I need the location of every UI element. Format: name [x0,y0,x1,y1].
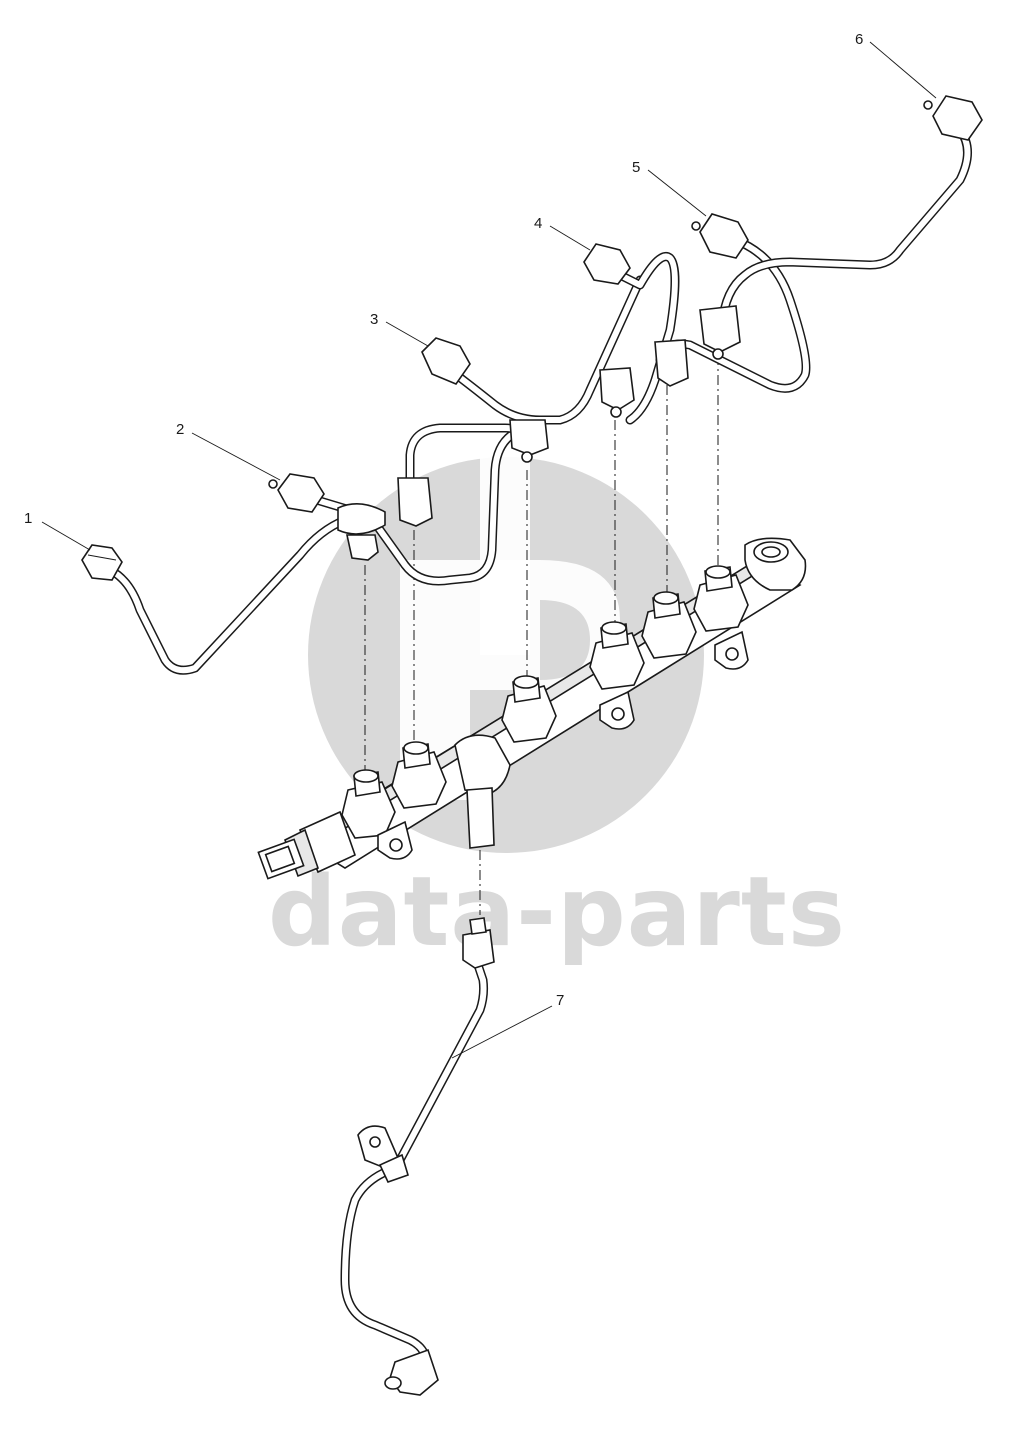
fuel-feed-pipe-7 [340,917,495,1396]
callout-label-7: 7 [556,992,564,1009]
watermark-text: data-parts [268,856,846,968]
rail-outlet-6 [693,565,749,632]
callout-4: 4 [534,215,591,251]
injection-pipe-6 [699,95,983,360]
rail-outlet-3 [501,675,557,743]
injection-pipe-2 [268,425,525,586]
callout-label-3: 3 [370,311,378,328]
pressure-sensor-connector [257,810,356,880]
callout-label-5: 5 [632,159,640,176]
callout-5: 5 [632,159,707,217]
rail-outlet-1 [341,769,396,839]
callout-label-6: 6 [855,31,863,48]
assembly-centerlines [364,355,719,915]
injection-pipe-1 [81,513,365,675]
callout-6: 6 [855,31,937,99]
fuel-rail [257,537,807,880]
rail-outlet-4 [589,621,645,690]
callout-3: 3 [370,311,429,347]
callout-label-4: 4 [534,215,542,232]
callout-label-2: 2 [176,421,184,438]
rail-outlet-2 [391,741,447,809]
injection-pipe-5 [654,213,811,393]
callout-1: 1 [24,510,91,551]
callout-label-1: 1 [24,510,32,527]
rail-outlet-5 [641,591,697,659]
callout-2: 2 [176,421,281,481]
injection-pipe-4 [509,243,680,463]
callout-7: 7 [451,992,564,1059]
